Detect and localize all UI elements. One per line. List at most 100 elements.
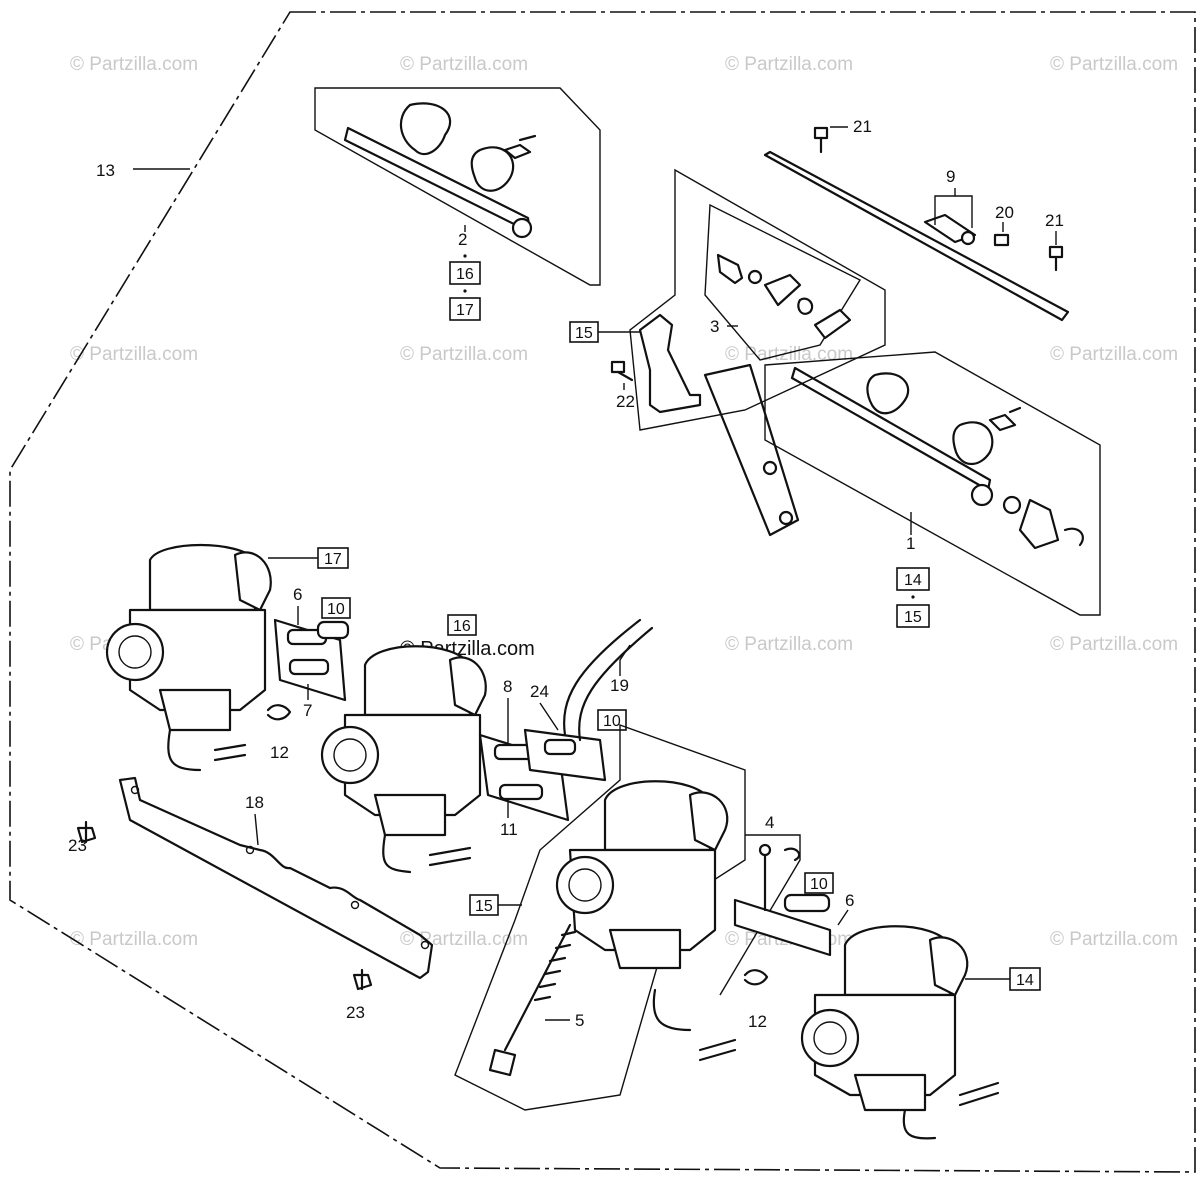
throttle-valve-plate [952,421,994,466]
callout-6: 6 [293,585,302,604]
boxed-callout-17: 17 [456,302,474,319]
callout-7: 7 [303,701,312,720]
spring-coils [533,930,577,1002]
carb-3-outline [454,724,746,1111]
joint-pipe [783,893,831,913]
callout-20: 20 [995,203,1014,222]
callout-23: 23 [68,836,87,855]
box [449,261,481,285]
dot [911,595,915,599]
fuel-joint-set-3 [733,843,832,957]
bracket-plate [703,363,800,537]
boxed-callout-15: 15 [575,325,593,342]
bracket-hole [762,460,778,476]
cable-adjuster [716,253,744,285]
group-outline [764,351,1101,616]
washer [1002,495,1022,515]
float-bowl [608,928,682,970]
dot [463,254,467,258]
spring [797,297,814,315]
screw-head [488,1048,517,1077]
shaft-collar [970,483,994,507]
watermark: © Partzilla.com [70,344,198,365]
link-shaft [763,150,1070,322]
throttle-shaft-right-group [764,351,1101,616]
watermark: © Partzilla.com [725,344,853,365]
fuel-joint-set-2 [478,618,654,822]
watermark: © Partzilla.com [1050,344,1178,365]
box [321,597,351,619]
carb-bore [800,1008,860,1068]
callout-21: 21 [853,117,872,136]
hole [420,940,430,950]
float-bowl [158,688,232,732]
callout-19: 19 [610,676,629,695]
dot [463,289,467,293]
leader-line [955,195,973,228]
callout-12: 12 [748,1012,767,1031]
watermark: © Partzilla.com [400,54,528,75]
box [896,567,930,591]
washer [747,269,763,285]
screw-shaft [503,923,572,1052]
carb-ear [688,791,729,852]
shield-outline [118,776,434,980]
watermark: © Partzilla.com [400,929,528,950]
screw-head [993,233,1010,247]
watermark: © Partzilla.com [1050,54,1178,75]
watermark: © Partzilla.com [1050,929,1178,950]
callout-24: 24 [530,682,549,701]
carb-ear [233,551,272,612]
tube-piece [213,743,247,762]
hole [130,785,140,795]
callout-8: 8 [503,677,512,696]
box [804,872,834,894]
throttle-valve-plate [470,146,515,192]
link [813,308,852,340]
sync-screw [488,923,577,1077]
spring [743,969,769,986]
o-ring [316,620,350,640]
tube-piece [958,1081,1000,1107]
screw-set [988,406,1022,432]
joint-pipe [498,783,544,801]
watermark: © Partzilla.com [1050,634,1178,655]
watermark: © Partzilla.com [70,54,198,75]
throttle-bracket-group [610,168,886,537]
carburetor-3 [555,780,737,1062]
carb-bore-inner [813,1021,847,1055]
carb-bore-inner [333,738,367,772]
box [449,297,481,321]
watermark: © Partzilla.com [70,929,198,950]
boxed-callout-15: 15 [475,898,493,915]
throttle-pulley [1018,498,1060,550]
boxed-callout-16: 16 [456,266,474,283]
carburetor-1 [105,543,272,772]
heat-shield-plate [118,776,434,980]
joint-pipe [288,658,330,676]
fuel-hose [563,618,642,737]
carb-bore [105,622,165,682]
tube-piece [428,846,472,867]
watermark: © Partzilla.com [725,54,853,75]
drain-tube [652,988,692,1032]
boxed-callout-10: 10 [327,601,345,618]
boxed-callout-17: 17 [324,551,342,568]
fuel-hose [578,626,654,742]
lever [763,273,802,307]
float-bowl [373,793,447,837]
group-outline [314,87,601,286]
carburetor-4 [800,925,1000,1140]
drain-tube [382,833,412,874]
carb-bore-inner [118,635,152,669]
carb-bore [555,855,615,915]
screw-head [1048,245,1064,259]
leader-line [837,909,849,926]
return-spring [1063,527,1084,547]
hole [350,900,360,910]
callout-5: 5 [575,1011,584,1030]
callout-12: 12 [270,743,289,762]
mounting-bracket [638,313,702,414]
float-bowl [853,1073,927,1112]
